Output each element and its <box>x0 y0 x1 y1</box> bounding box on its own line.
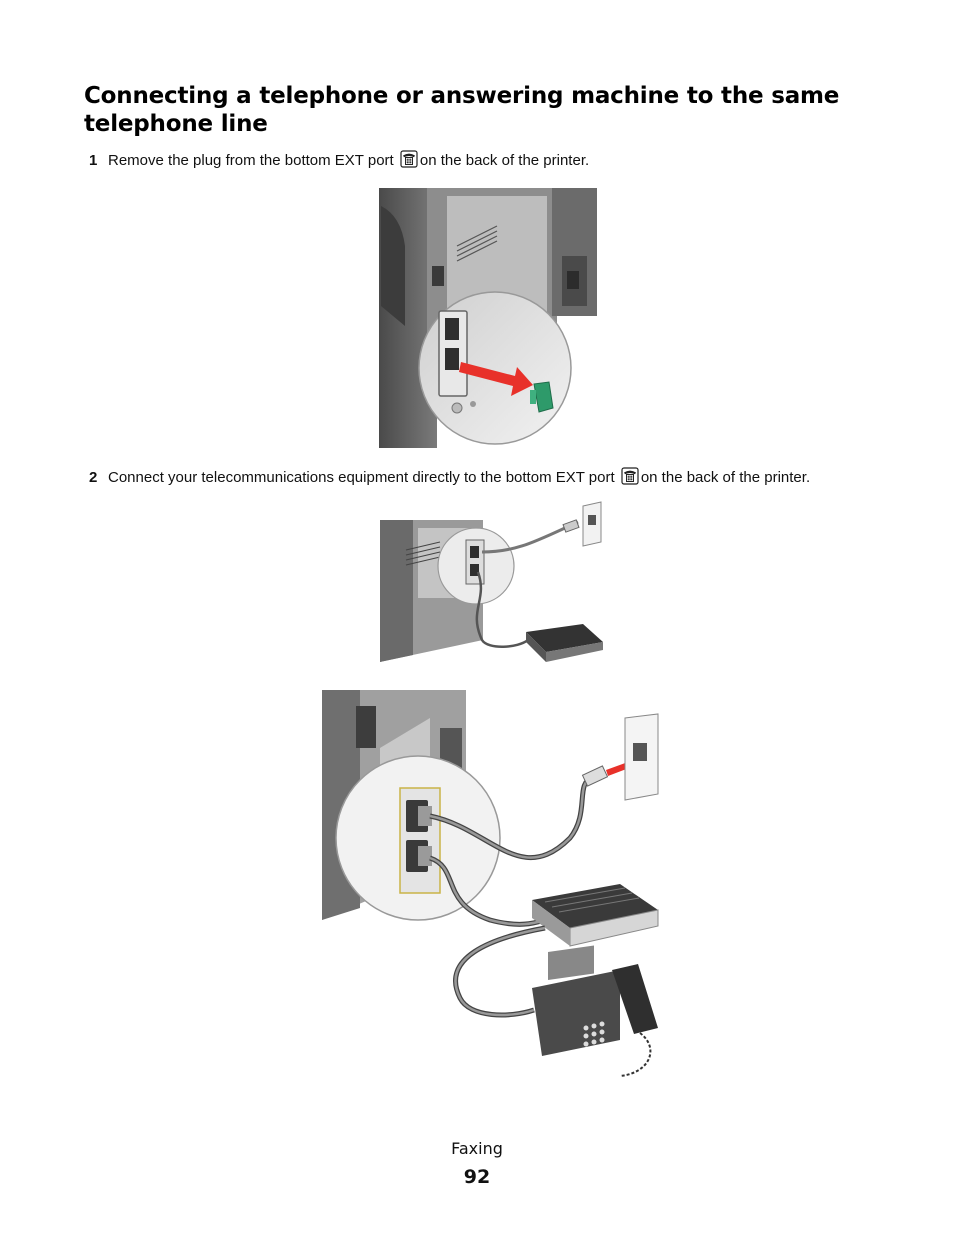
printer-to-wall-jack-and-answering-machine-illustration <box>378 500 604 666</box>
footer-section-label: Faxing <box>451 1139 503 1158</box>
step-1: 1 Remove the plug from the bottom EXT por… <box>89 150 589 174</box>
step-text-after: on the back of the printer. <box>640 469 811 486</box>
page-number: 92 <box>463 1166 491 1188</box>
step-number: 1 <box>89 152 98 169</box>
section-heading: Connecting a telephone or answering mach… <box>84 83 840 137</box>
step-text-before: Connect your telecommunications equipmen… <box>108 469 615 486</box>
telephone-port-icon <box>400 150 418 174</box>
printer-back-remove-ext-plug-illustration <box>377 186 599 450</box>
step-number: 2 <box>89 469 98 486</box>
step-2: 2 Connect your telecommunications equipme… <box>89 467 810 491</box>
telephone-port-icon <box>621 467 639 491</box>
printer-to-wall-jack-answering-machine-and-telephone-illustration <box>320 688 662 1080</box>
step-text-after: on the back of the printer. <box>419 152 590 169</box>
step-text-before: Remove the plug from the bottom EXT port <box>108 152 394 169</box>
